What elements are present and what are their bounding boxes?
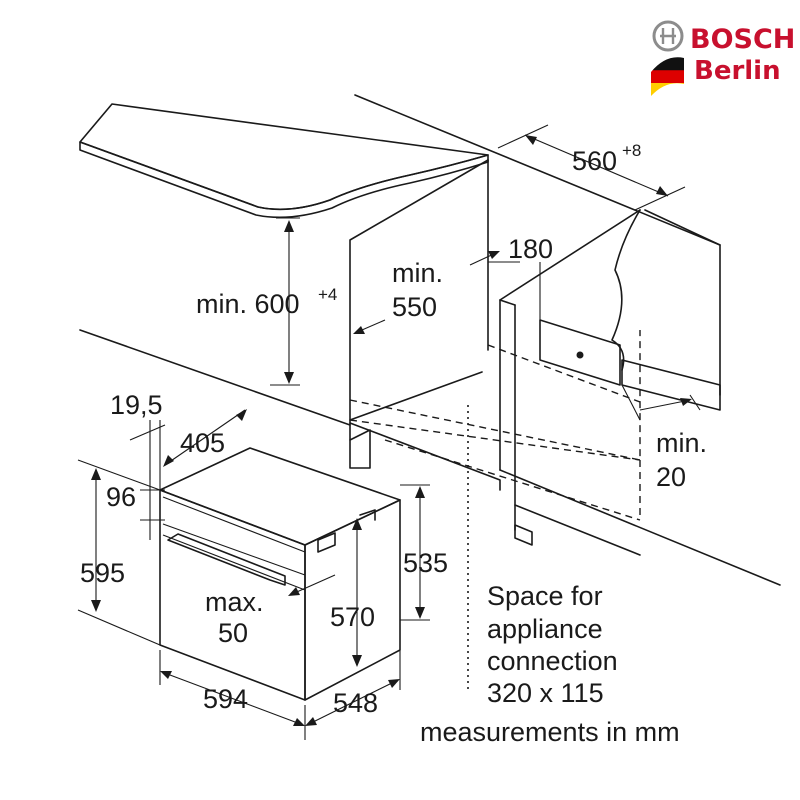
niche-depth-line2: 550: [392, 292, 437, 322]
brand-name: BOSCH: [690, 24, 795, 55]
appliance-width-value: 594: [203, 684, 248, 714]
niche-depth-line1: min.: [392, 258, 443, 288]
handle-clearance-line2: 50: [218, 618, 248, 648]
body-height-inner-value: 570: [330, 602, 375, 632]
connection-note-line1: Space for: [487, 581, 603, 611]
dimension-lines: [77, 124, 701, 740]
appliance-height-value: 595: [80, 558, 125, 588]
connection-note-line3: connection: [487, 646, 618, 676]
front-panel-width-value: 405: [180, 428, 225, 458]
front-offset-value: 19,5: [110, 390, 163, 420]
cabinet-left-panel: [349, 159, 501, 491]
worktop: [79, 103, 489, 219]
niche-width-tolerance: +8: [622, 141, 641, 160]
rear-gap-line1: min.: [656, 428, 707, 458]
connection-point-icon: [576, 351, 584, 359]
niche-width-value: 560: [572, 146, 617, 176]
units-note: measurements in mm: [420, 717, 680, 747]
oven-handle: [167, 533, 286, 586]
connection-area: [539, 319, 621, 386]
rear-gap-line2: 20: [656, 462, 686, 492]
connection-note-line2: appliance: [487, 614, 603, 644]
appliance-depth-value: 548: [333, 688, 378, 718]
control-panel-height-value: 96: [106, 482, 136, 512]
german-flag-icon: [651, 57, 684, 96]
handle-clearance-line1: max.: [205, 587, 264, 617]
cavity-outline: [349, 330, 641, 521]
connection-offset-value: 180: [508, 234, 553, 264]
bosch-armature-icon: [652, 20, 684, 52]
cabinet-right-panel: [354, 94, 781, 586]
oven: [159, 447, 401, 701]
brand-city: Berlin: [694, 56, 781, 86]
niche-height-tolerance: +4: [318, 285, 337, 304]
niche-height-value: min. 600: [196, 289, 300, 319]
body-height-value: 535: [403, 548, 448, 578]
connection-note-line4: 320 x 115: [487, 678, 604, 708]
